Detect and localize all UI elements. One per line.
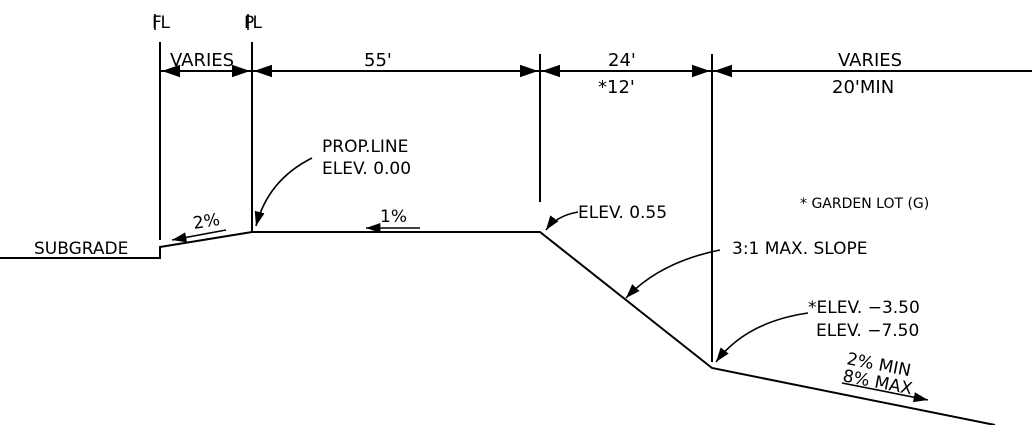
label-prop-line: PROP.LINE xyxy=(322,137,408,157)
fl-marker: FL xyxy=(152,13,171,33)
label-elev-055: ELEV. 0.55 xyxy=(578,203,667,223)
leader-elev-055 xyxy=(545,211,579,231)
leader-prop-line xyxy=(254,157,313,227)
label-slope-2pct: 2% xyxy=(192,210,222,234)
ground-profile xyxy=(0,231,996,425)
dim-20-min: 20'MIN xyxy=(832,77,894,98)
dim-12: *12' xyxy=(598,77,635,98)
label-subgrade: SUBGRADE xyxy=(34,239,128,259)
pl-marker: PL xyxy=(244,13,263,33)
label-max-slope: 3:1 MAX. SLOPE xyxy=(732,239,868,259)
dim-varies-right: VARIES xyxy=(838,50,902,71)
dim-24: 24' xyxy=(608,50,636,71)
arrow-2pct xyxy=(171,229,227,243)
label-slope-1pct: 1% xyxy=(380,207,407,227)
dim-varies-left: VARIES xyxy=(170,50,234,71)
dim-55: 55' xyxy=(364,50,392,71)
label-elev-000: ELEV. 0.00 xyxy=(322,159,411,179)
arrow-8pct xyxy=(841,382,929,403)
label-elev-neg-750: ELEV. −7.50 xyxy=(816,321,919,341)
leader-max-slope xyxy=(625,249,721,299)
label-garden-lot: * GARDEN LOT (G) xyxy=(800,196,929,212)
leader-elev-neg xyxy=(715,312,809,363)
label-elev-neg-350: *ELEV. −3.50 xyxy=(808,298,920,318)
